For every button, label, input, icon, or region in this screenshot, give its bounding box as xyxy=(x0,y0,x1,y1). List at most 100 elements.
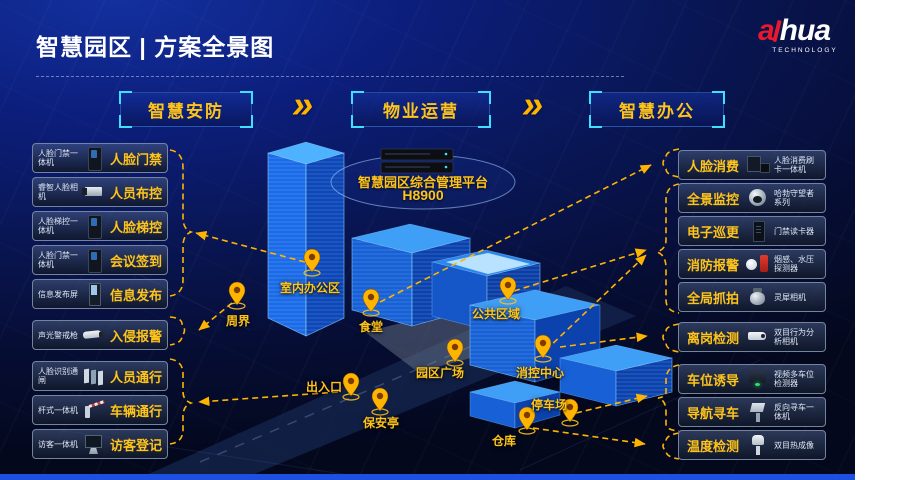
device-name: 睿智人脸相机 xyxy=(38,183,78,201)
right-device-panel: 人脸消费 人脸消费刷卡一体机 全景监控 哈勃守望者系列 电子巡更 门禁读卡器 消… xyxy=(678,150,826,463)
bottom-accent-bar xyxy=(0,474,855,480)
item-face-access: 人脸门禁一体机 人脸门禁 xyxy=(32,143,168,173)
turnstile-icon xyxy=(81,363,107,389)
loc-warehouse: 仓库 xyxy=(491,434,517,448)
item-absence-detection: 离岗检测 双目行为分析相机 xyxy=(678,322,826,352)
pos-terminal-icon xyxy=(745,152,771,178)
flow-button-label: 智慧办公 xyxy=(619,102,695,121)
visitor-terminal-icon xyxy=(81,431,107,457)
capability-label: 人脸门禁 xyxy=(109,151,162,167)
elevator-terminal-icon xyxy=(81,213,107,239)
server-rack-icon xyxy=(380,148,454,174)
capability-label: 人员通行 xyxy=(109,369,162,385)
info-screen-icon xyxy=(81,281,107,307)
capability-label: 车位诱导 xyxy=(686,372,739,388)
car-finder-kiosk-icon xyxy=(745,399,771,425)
item-fire-alarm: 消防报警 烟感、水压探测器 xyxy=(678,249,826,279)
loc-canteen: 食堂 xyxy=(358,320,384,334)
flow-button-smart-security[interactable]: 智慧安防 xyxy=(119,91,253,128)
loc-guard-booth: 保安亭 xyxy=(362,416,400,430)
loc-plaza: 园区广场 xyxy=(415,366,465,380)
title-divider xyxy=(36,76,624,77)
item-info-publish: 信息发布屏 信息发布 xyxy=(32,279,168,309)
campus-illustration xyxy=(59,141,761,480)
dahua-logo-tagline: TECHNOLOGY xyxy=(772,47,838,54)
loc-indoor-office: 室内办公区 xyxy=(279,281,341,295)
item-vehicle-access: 杆式一体机 车辆通行 xyxy=(32,395,168,425)
device-name: 反向寻车一体机 xyxy=(774,403,814,421)
capability-label: 全局抓拍 xyxy=(686,290,739,306)
loc-perimeter: 周界 xyxy=(225,314,251,328)
item-car-finding: 导航寻车 反向寻车一体机 xyxy=(678,397,826,427)
item-personnel-control: 睿智人脸相机 人员布控 xyxy=(32,177,168,207)
loc-entrance: 出入口 xyxy=(305,380,343,394)
device-name: 杆式一体机 xyxy=(38,405,78,415)
flow-button-smart-office[interactable]: 智慧办公 xyxy=(589,91,725,128)
item-panoramic-monitor: 全景监控 哈勃守望者系列 xyxy=(678,183,826,213)
left-device-panel: 人脸门禁一体机 人脸门禁 睿智人脸相机 人员布控 人脸梯控一体机 人脸梯控 人脸… xyxy=(32,143,168,463)
capability-label: 电子巡更 xyxy=(686,224,739,240)
capability-label: 会议签到 xyxy=(109,253,162,269)
device-name: 哈勃守望者系列 xyxy=(774,189,814,207)
device-name: 人脸梯控一体机 xyxy=(38,217,78,235)
capability-label: 温度检测 xyxy=(686,438,739,454)
platform-name: 智慧园区综合管理平台 xyxy=(357,175,489,190)
device-name: 双目行为分析相机 xyxy=(774,328,814,346)
flow-button-property-operation[interactable]: 物业运营 xyxy=(351,91,491,128)
capability-label: 人脸梯控 xyxy=(109,219,162,235)
device-name: 视频多车位检测器 xyxy=(774,370,814,388)
item-global-capture: 全局抓拍 灵犀相机 xyxy=(678,282,826,312)
loc-fire-control-center: 消控中心 xyxy=(515,366,565,380)
face-access-terminal-icon xyxy=(81,145,107,171)
capability-label: 导航寻车 xyxy=(686,405,739,421)
item-temperature-detection: 温度检测 双目热成像 xyxy=(678,430,826,460)
warning-camera-icon xyxy=(81,322,107,348)
capability-label: 车辆通行 xyxy=(109,403,162,419)
capability-label: 全景监控 xyxy=(686,191,739,207)
behavior-camera-icon xyxy=(745,324,771,350)
capability-label: 人脸消费 xyxy=(686,158,739,174)
device-name: 人脸识别通闸 xyxy=(38,367,78,385)
capability-label: 离岗检测 xyxy=(686,330,739,346)
device-name: 烟感、水压探测器 xyxy=(774,255,814,273)
capture-camera-icon xyxy=(745,284,771,310)
device-name: 门禁读卡器 xyxy=(774,226,814,236)
capability-label: 消防报警 xyxy=(686,257,739,273)
device-name: 信息发布屏 xyxy=(38,289,78,299)
item-pedestrian-access: 人脸识别通闸 人员通行 xyxy=(32,361,168,391)
flow-button-label: 智慧安防 xyxy=(148,102,224,121)
chevron-right-icon: » xyxy=(292,84,314,126)
device-name: 灵犀相机 xyxy=(774,292,806,302)
device-name: 人脸门禁一体机 xyxy=(38,149,78,167)
chevron-right-icon: » xyxy=(522,84,544,126)
ai-face-camera-icon xyxy=(81,179,107,205)
capability-label: 信息发布 xyxy=(109,287,162,303)
item-elevator-control: 人脸梯控一体机 人脸梯控 xyxy=(32,211,168,241)
loc-public-area: 公共区域 xyxy=(471,307,521,321)
item-epatrol: 电子巡更 门禁读卡器 xyxy=(678,216,826,246)
device-name: 双目热成像 xyxy=(774,440,814,450)
card-reader-icon xyxy=(745,218,771,244)
meeting-terminal-icon xyxy=(81,247,107,273)
map-pin-icon xyxy=(228,281,246,310)
platform-model: H8900 xyxy=(402,187,444,203)
smoke-detector-hydrant-icon xyxy=(745,251,771,277)
flow-button-label: 物业运营 xyxy=(383,102,459,121)
capability-label: 人员布控 xyxy=(109,185,162,201)
item-parking-guidance: 车位诱导 视频多车位检测器 xyxy=(678,364,826,394)
device-name: 访客一体机 xyxy=(38,439,78,449)
dome-camera-icon xyxy=(745,185,771,211)
capability-label: 访客登记 xyxy=(109,437,162,453)
item-visitor-register: 访客一体机 访客登记 xyxy=(32,429,168,459)
parking-detector-icon xyxy=(745,366,771,392)
page-title: 智慧园区 | 方案全景图 xyxy=(36,34,275,60)
device-name: 人脸门禁一体机 xyxy=(38,251,78,269)
device-name: 人脸消费刷卡一体机 xyxy=(774,156,814,174)
barrier-gate-icon xyxy=(81,397,107,423)
capability-label: 入侵报警 xyxy=(109,328,162,344)
item-face-payment: 人脸消费 人脸消费刷卡一体机 xyxy=(678,150,826,180)
item-intrusion-alarm: 声光警戒枪 入侵报警 xyxy=(32,320,168,350)
thermal-camera-icon xyxy=(745,432,771,458)
loc-parking-lot: 停车场 xyxy=(530,398,568,412)
